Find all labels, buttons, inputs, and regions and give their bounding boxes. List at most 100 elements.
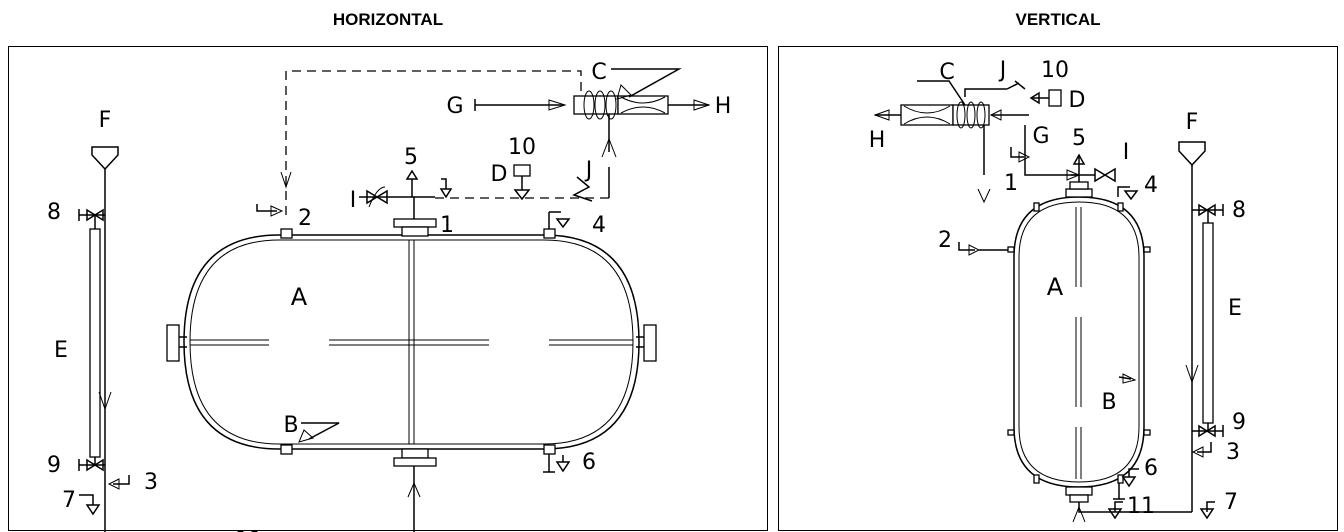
label-h: H: [715, 94, 732, 119]
nozzle-2: [280, 228, 293, 239]
v-label-g: G: [1032, 124, 1049, 149]
v-1-arrow: [977, 188, 991, 204]
label-4: 4: [592, 213, 606, 238]
v-nozzle-2: [1007, 246, 1015, 253]
label-g: G: [446, 94, 463, 119]
v-nozzle-bot-l: [1033, 474, 1040, 484]
v-drain-11: [1107, 501, 1123, 520]
label-10: 10: [508, 135, 536, 160]
c-arrowhead: [616, 84, 632, 100]
v-heat-exchanger-shell: [952, 104, 990, 126]
label-2: 2: [298, 206, 312, 231]
v-label-9: 9: [1232, 410, 1246, 435]
label-b: B: [283, 413, 298, 438]
v-nozzle-4: [1117, 186, 1139, 201]
v-g-leader-head: [1018, 151, 1031, 163]
nozzle-6-symbol: [543, 454, 571, 473]
v-nozzle-bl: [1007, 429, 1015, 436]
v-line-3-head: [1191, 446, 1204, 458]
v-label-a: A: [1047, 273, 1064, 301]
v-line-3: [1197, 442, 1212, 453]
bottom-drain-line: [413, 466, 415, 532]
v-label-d: D: [1069, 88, 1086, 113]
v-hx-coil-2: [966, 101, 976, 129]
v-label-11: 11: [1127, 494, 1155, 519]
horizontal-vessel-inner-wall: [189, 239, 634, 445]
v-label-4: 4: [1144, 173, 1158, 198]
label-c: C: [591, 60, 606, 85]
v-label-1: 1: [1004, 171, 1018, 196]
v-j-line: [964, 80, 1026, 97]
top-manway-flange: [393, 218, 437, 228]
valve-i-arc: [368, 186, 386, 208]
horizontal-left-flange: [166, 324, 180, 362]
label-7: 7: [62, 488, 76, 513]
v-label-5: 5: [1072, 126, 1086, 151]
bottom-manway-flange: [393, 457, 437, 467]
c-pointer: [611, 68, 682, 98]
nozzle-4: [543, 228, 556, 239]
vertical-diagram: C J 10 D H G 5 I 1 4 2 A B F 8 E 9 3 6 1…: [869, 58, 1246, 523]
v-label-f: F: [1186, 110, 1199, 135]
v-valve-8: [1198, 203, 1216, 217]
gauge-down-arrow: [98, 391, 112, 411]
tri-near-manway: [439, 178, 453, 199]
v-label-2: 2: [938, 228, 952, 253]
vertical-heading: VERTICAL: [1015, 10, 1101, 29]
v-label-b: B: [1101, 390, 1116, 415]
v-nozzle-r1: [1143, 246, 1151, 253]
line-3: [113, 475, 130, 485]
v-nozzle-r2: [1143, 429, 1151, 436]
line-3-arrow: [107, 478, 120, 490]
v-label-j: J: [998, 58, 1007, 83]
v-gauge-down-arrow: [1185, 364, 1199, 384]
nozzle-6: [543, 444, 556, 455]
label-1: 1: [440, 213, 454, 238]
label-i: I: [350, 188, 357, 213]
horizontal-diagram-panel: F 8 E 9 3 7 11 A B 2 I 5 1 D 10 J G C H …: [8, 46, 768, 532]
v-nozzle-6: [1113, 468, 1139, 500]
valve-9: [86, 458, 104, 472]
valve-8: [86, 208, 104, 222]
label-5: 5: [404, 145, 418, 170]
v-label-6: 6: [1144, 456, 1158, 481]
horizontal-heading: HORIZONTAL: [332, 10, 444, 29]
h-arrowhead: [693, 99, 711, 111]
hx-coil-2: [594, 90, 606, 120]
funnel-f: [91, 146, 119, 171]
nozzle-b: [280, 444, 293, 455]
v-label-10: 10: [1041, 58, 1069, 83]
vertical-vessel-inner-wall: [1018, 201, 1140, 483]
b-pointer: [301, 422, 340, 440]
d-triangle: [513, 189, 531, 201]
v-hx-internal: [903, 105, 951, 125]
horizontal-vessel-shell: [183, 234, 640, 450]
horizontal-right-flange: [643, 324, 657, 362]
v-bottom-neck: [1069, 494, 1089, 503]
vertical-diagram-panel: C J 10 D H G 5 I 1 4 2 A B F 8 E 9 3 6 1…: [778, 46, 1338, 531]
sight-glass-e: [89, 228, 101, 458]
v-b-arrowhead: [1122, 373, 1137, 384]
g-arrowhead: [548, 99, 567, 111]
horizontal-diagram: F 8 E 9 3 7 11 A B 2 I 5 1 D 10 J G C H …: [47, 60, 732, 532]
v-label-e: E: [1228, 296, 1242, 321]
v-drain-up-arrow: [1072, 505, 1086, 523]
label-11: 11: [235, 528, 263, 532]
up-arrow-j: [601, 137, 617, 158]
label-a: A: [291, 283, 308, 311]
v-label-h: H: [869, 128, 886, 153]
v-label-7: 7: [1224, 490, 1238, 515]
b-arrowhead: [298, 429, 315, 443]
bottom-manway-neck: [401, 448, 429, 459]
v-vent-5-tri: [1072, 153, 1086, 165]
nozzle-2-leader: [256, 204, 277, 212]
v-nozzle-top-l: [1033, 202, 1040, 212]
instrument-10-box: [513, 164, 531, 177]
v-top-flange: [1065, 188, 1093, 198]
v-b-pointer: [1118, 376, 1132, 380]
label-e: E: [54, 338, 68, 363]
v-valve-i: [1094, 167, 1116, 183]
dash-arrow-2: [280, 171, 292, 189]
v-instrument-10-box: [1048, 89, 1062, 107]
hx-coil-3: [605, 90, 617, 120]
